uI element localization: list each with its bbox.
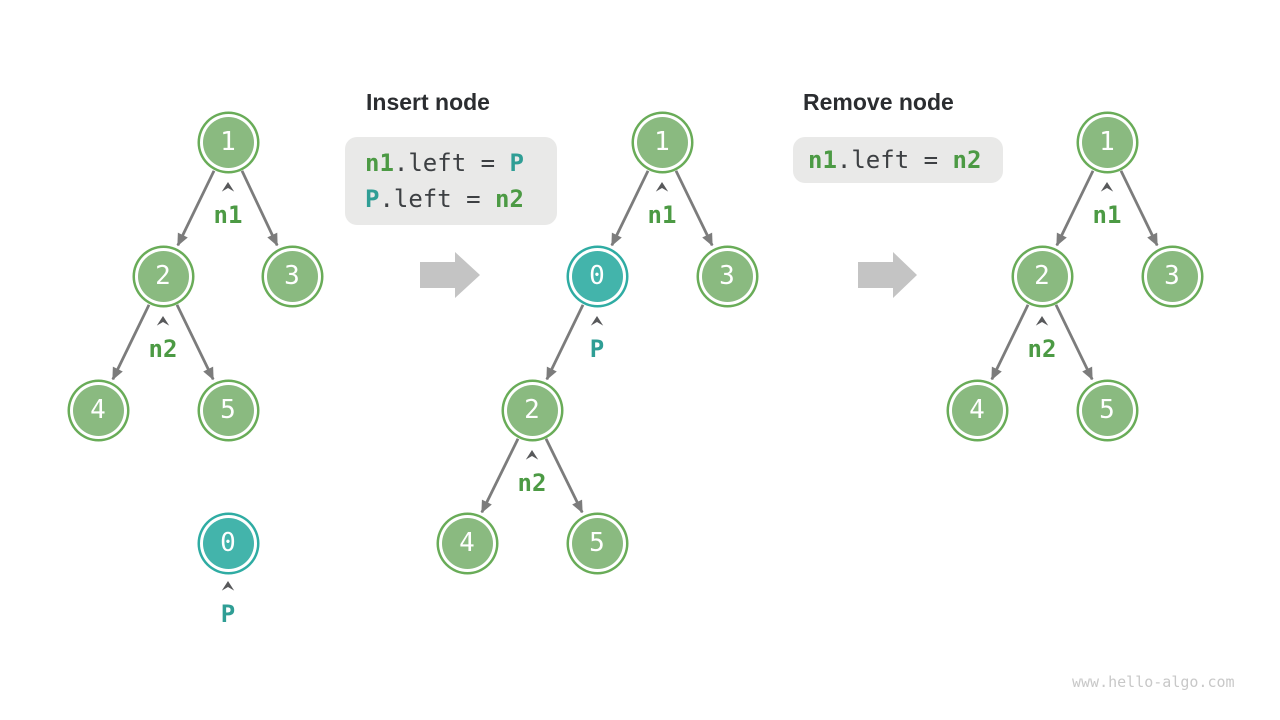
node-value: 0 [589, 261, 605, 291]
node-value: 5 [589, 528, 605, 558]
left-tree-label-n2: n2 [148, 335, 178, 363]
caret-up-icon [221, 182, 235, 192]
right-tree-node-1: 1 [1081, 116, 1133, 168]
middle-edge-1-3 [674, 170, 714, 247]
middle-edge-1-0 [610, 170, 650, 247]
left-tree-node-5: 5 [202, 384, 254, 436]
code-token-n1: n1 [808, 146, 837, 174]
left-edge-2-5 [175, 304, 215, 381]
middle-edge-2-4 [480, 438, 520, 514]
code-line: P.left = n2 [365, 181, 557, 217]
right-tree-node-5: 5 [1081, 384, 1133, 436]
middle-tree-node-5: 5 [571, 517, 623, 569]
block-arrow-icon-1 [420, 252, 480, 298]
right-tree-node-2: 2 [1016, 250, 1068, 302]
node-value: 4 [459, 528, 475, 558]
code-token-left-assign: .left = [379, 185, 496, 213]
node-value: 0 [220, 528, 236, 558]
middle-tree-node-4: 4 [441, 517, 493, 569]
code-token-n2: n2 [952, 146, 982, 174]
left-tree-label-P: P [220, 600, 236, 628]
node-value: 5 [220, 395, 236, 425]
right-edge-2-5 [1054, 304, 1094, 381]
node-value: 3 [719, 261, 735, 291]
right-tree-label-n1: n1 [1092, 201, 1122, 229]
middle-tree-label-n2: n2 [517, 469, 547, 497]
right-tree-node-4: 4 [951, 384, 1003, 436]
code-token-left-assign: .left = [836, 146, 953, 174]
right-tree-node-3: 3 [1146, 250, 1198, 302]
code-token-P: P [509, 149, 524, 177]
code-token-P: P [365, 185, 380, 213]
code-token-n2: n2 [495, 185, 524, 213]
middle-tree-label-P: P [589, 335, 605, 363]
node-value: 4 [90, 395, 106, 425]
remove-panel-title: Remove node [803, 89, 954, 115]
code-line: n1.left = n2 [808, 142, 1003, 178]
insert-code-box: n1.left = P P.left = n2 [345, 137, 557, 225]
middle-tree-node-1: 1 [636, 116, 688, 168]
middle-edge-2-5 [544, 438, 584, 514]
left-tree-node-4: 4 [72, 384, 124, 436]
left-tree-label-n1: n1 [213, 201, 243, 229]
left-tree-node-3: 3 [266, 250, 318, 302]
node-value: 2 [1034, 261, 1050, 291]
left-tree-node-1: 1 [202, 116, 254, 168]
node-value: 4 [969, 395, 985, 425]
code-token-left-assign: .left = [393, 149, 510, 177]
node-value: 1 [1099, 127, 1115, 157]
left-tree-node-2: 2 [137, 250, 189, 302]
remove-code-box: n1.left = n2 [793, 137, 1003, 183]
left-edge-1-2 [176, 170, 216, 247]
middle-tree-node-3: 3 [701, 250, 753, 302]
middle-edge-0-2 [545, 304, 585, 381]
watermark: www.hello-algo.com [1072, 673, 1235, 691]
node-value: 5 [1099, 395, 1115, 425]
right-edge-2-4 [990, 304, 1030, 381]
left-edge-1-3 [240, 170, 279, 247]
insert-panel-title: Insert node [366, 89, 490, 115]
node-value: 2 [524, 395, 540, 425]
middle-tree-label-n1: n1 [647, 201, 677, 229]
code-line: n1.left = P [365, 145, 557, 181]
code-token-n1: n1 [365, 149, 394, 177]
middle-tree-node-0: 0 [571, 250, 623, 302]
left-edge-2-4 [111, 304, 151, 381]
middle-tree-node-2: 2 [506, 384, 558, 436]
caret-up-icon [1035, 316, 1049, 326]
node-value: 3 [284, 261, 300, 291]
node-value: 1 [654, 127, 670, 157]
block-arrow-icon-2 [858, 252, 917, 298]
caret-up-icon [590, 316, 604, 326]
left-tree-node-0: 0 [202, 517, 254, 569]
node-value: 1 [220, 127, 236, 157]
node-value: 2 [155, 261, 171, 291]
node-value: 3 [1164, 261, 1180, 291]
caret-up-icon [221, 581, 235, 591]
right-edge-1-3 [1119, 170, 1159, 247]
right-tree-label-n2: n2 [1027, 335, 1057, 363]
caret-up-icon [1100, 182, 1114, 192]
caret-up-icon [655, 182, 669, 192]
caret-up-icon [525, 450, 539, 460]
right-edge-1-2 [1055, 170, 1095, 247]
caret-up-icon [156, 316, 170, 326]
